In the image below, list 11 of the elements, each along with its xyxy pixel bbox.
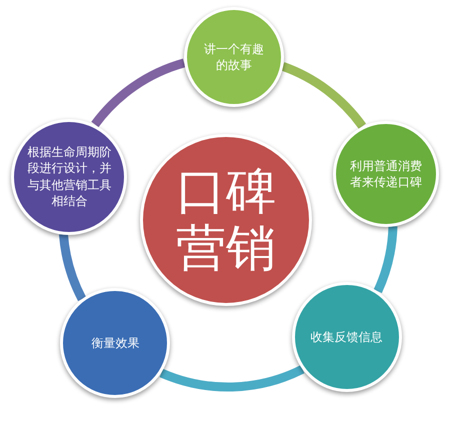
topic-text: 根据生命周期阶段进行设计，并与其他营销工具相结合 [27, 144, 112, 209]
topic-text: 讲一个有趣的故事 [202, 40, 265, 74]
ring-connector [58, 234, 86, 301]
topic-text: 收集反馈信息 [310, 328, 384, 345]
ring-connector [281, 62, 366, 130]
center-title: 口碑营销 [175, 162, 277, 278]
topic-text: 衡量效果 [90, 334, 140, 351]
ring-connector [160, 365, 304, 392]
ring-connector [374, 226, 398, 293]
topic-text: 利用普通消费者来传递口碑 [348, 158, 423, 190]
ring-connector [91, 58, 186, 128]
